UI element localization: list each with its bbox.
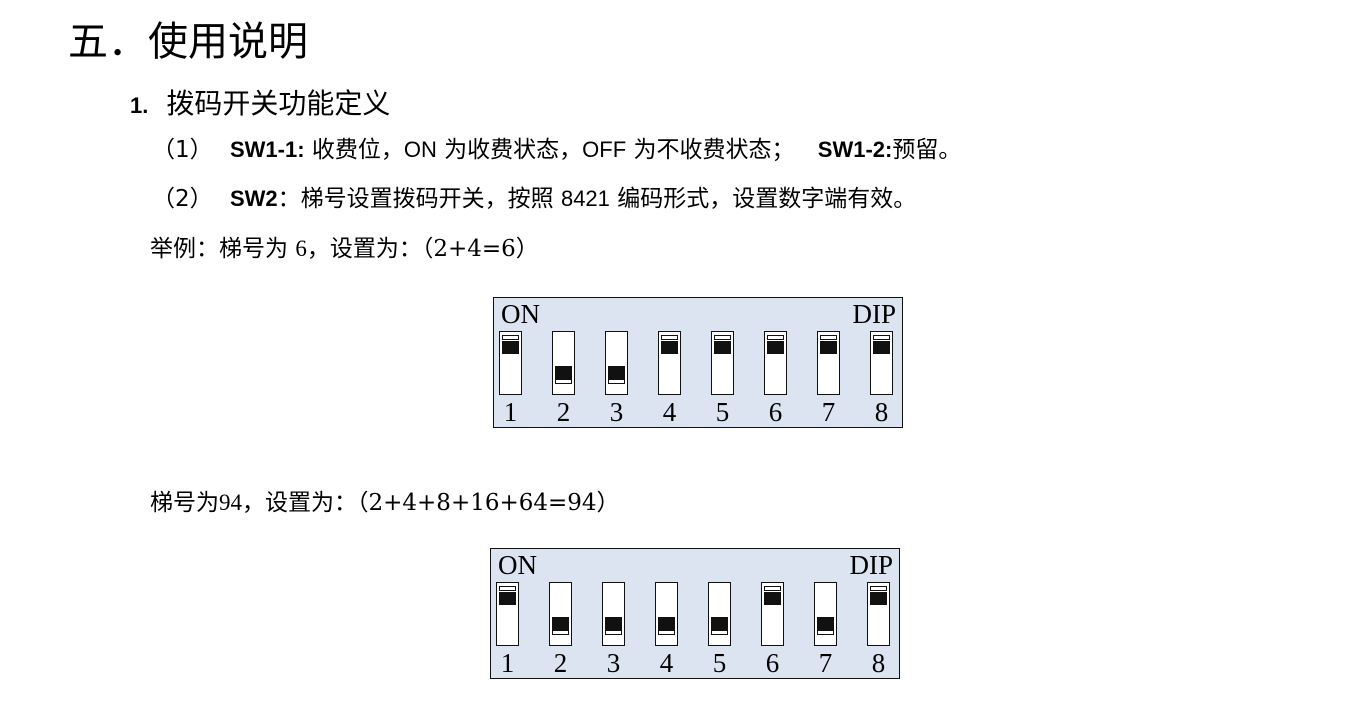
switch-knob — [817, 617, 834, 630]
dip-switch-1-on — [496, 582, 519, 646]
dip-switch-8-on — [870, 331, 893, 395]
dip-switch-4-on — [658, 331, 681, 395]
item-sw1-on: ON — [403, 137, 437, 162]
switch-knob-cap — [767, 335, 784, 340]
item-sw2-text1: ：梯号设置拨码开关，按照 — [277, 186, 561, 212]
dip-switch-7-off — [814, 582, 837, 646]
switch-knob-cap — [870, 586, 887, 591]
switch-knob-cap — [555, 379, 572, 384]
dip-switch-1-on — [499, 331, 522, 395]
dip-switch-figure-2: ON DIP 1 2 3 4 5 6 7 8 — [490, 548, 900, 679]
switch-knob — [661, 341, 678, 354]
item-sw1-2-label: SW1-2: — [817, 137, 893, 162]
dip-switch-number: 2 — [553, 648, 568, 678]
switch-knob-cap — [608, 379, 625, 384]
dip-switch-2-off — [552, 331, 575, 395]
dip-switch-figure-1: ON DIP 1 2 3 4 5 6 7 8 — [493, 297, 903, 428]
example-2-caption: 梯号为94，设置为：（2+4+8+16+64=94） — [150, 487, 620, 519]
switch-knob — [767, 341, 784, 354]
dip-switch-7-on — [817, 331, 840, 395]
item-sw1: （1） SW1-1: 收费位，ON 为收费状态，OFF 为不收费状态； SW1-… — [152, 134, 961, 166]
section-title: 1. 拨码开关功能定义 — [130, 84, 390, 126]
dip-switch-number: 7 — [818, 648, 833, 678]
dip-switch-number: 4 — [662, 397, 677, 427]
switch-knob-cap — [711, 630, 728, 635]
switch-knob — [605, 617, 622, 630]
dip-switch-number: 6 — [768, 397, 783, 427]
example-2-caption-b: ，设置为：（2+4+8+16+64=94） — [242, 490, 620, 516]
switch-knob — [502, 341, 519, 354]
switch-knob-cap — [817, 630, 834, 635]
dip-switch-number: 2 — [556, 397, 571, 427]
dip-switch-5-on — [711, 331, 734, 395]
dip-switch-3-off — [602, 582, 625, 646]
item-sw1-label: SW1-1: — [229, 137, 305, 162]
switch-knob-cap — [552, 630, 569, 635]
dip-label: DIP — [852, 299, 896, 329]
dip-switch-4-off — [655, 582, 678, 646]
item-sw1-prefix: （1） — [152, 137, 213, 163]
page-title: 五．使用说明 — [68, 19, 308, 65]
item-sw1-text1: 收费位， — [304, 137, 404, 163]
switch-knob — [873, 341, 890, 354]
item-sw2-prefix: （2） — [152, 186, 213, 212]
dip-on-label: ON — [501, 299, 540, 329]
example-1-caption: 举例：梯号为 6，设置为：（2+4=6） — [150, 233, 539, 265]
dip-switch-number: 3 — [606, 648, 621, 678]
dip-switch-2-off — [549, 582, 572, 646]
example-1-caption-num: 6 — [295, 236, 307, 261]
dip-switch-8-on — [867, 582, 890, 646]
dip-label: DIP — [849, 550, 893, 580]
item-sw1-off: OFF — [582, 137, 627, 162]
item-sw1-text4: 预留。 — [892, 137, 962, 163]
dip-switch-5-off — [708, 582, 731, 646]
switch-knob — [820, 341, 837, 354]
item-sw2-code: 8421 — [560, 186, 610, 211]
switch-knob — [555, 366, 572, 379]
switch-knob-cap — [605, 630, 622, 635]
item-sw2-label: SW2 — [229, 186, 278, 211]
switch-knob-cap — [764, 586, 781, 591]
dip-on-label: ON — [498, 550, 537, 580]
switch-knob-cap — [873, 335, 890, 340]
dip-switch-number: 1 — [503, 397, 518, 427]
switch-knob — [870, 592, 887, 605]
switch-knob-cap — [658, 630, 675, 635]
section-number: 1. — [130, 93, 149, 118]
example-1-caption-b: ，设置为：（2+4=6） — [306, 236, 539, 262]
example-2-caption-num: 94 — [219, 490, 242, 515]
switch-knob — [552, 617, 569, 630]
switch-knob — [714, 341, 731, 354]
switch-knob — [608, 366, 625, 379]
dip-switch-number: 7 — [821, 397, 836, 427]
dip-switch-3-off — [605, 331, 628, 395]
switch-knob — [711, 617, 728, 630]
example-1-caption-a: 举例：梯号为 — [150, 236, 296, 262]
example-2-caption-a: 梯号为 — [150, 490, 219, 516]
switch-knob — [499, 592, 516, 605]
section-title-text: 拨码开关功能定义 — [166, 87, 391, 120]
switch-knob-cap — [714, 335, 731, 340]
item-sw2: （2） SW2：梯号设置拨码开关，按照 8421 编码形式，设置数字端有效。 — [152, 183, 916, 215]
switch-knob-cap — [499, 586, 516, 591]
dip-switch-number: 8 — [874, 397, 889, 427]
dip-switch-number: 4 — [659, 648, 674, 678]
dip-switch-6-on — [761, 582, 784, 646]
switch-knob — [764, 592, 781, 605]
switch-knob-cap — [502, 335, 519, 340]
dip-switch-number: 3 — [609, 397, 624, 427]
switch-knob-cap — [661, 335, 678, 340]
dip-switch-number: 8 — [871, 648, 886, 678]
dip-switch-number: 6 — [765, 648, 780, 678]
dip-switch-6-on — [764, 331, 787, 395]
item-sw1-text3: 为不收费状态； — [626, 137, 795, 163]
item-sw1-text2: 为收费状态， — [436, 137, 583, 163]
switch-knob — [658, 617, 675, 630]
switch-knob-cap — [820, 335, 837, 340]
dip-switch-number: 1 — [500, 648, 515, 678]
dip-switch-number: 5 — [715, 397, 730, 427]
item-sw2-text2: 编码形式，设置数字端有效。 — [609, 186, 917, 212]
dip-switch-number: 5 — [712, 648, 727, 678]
